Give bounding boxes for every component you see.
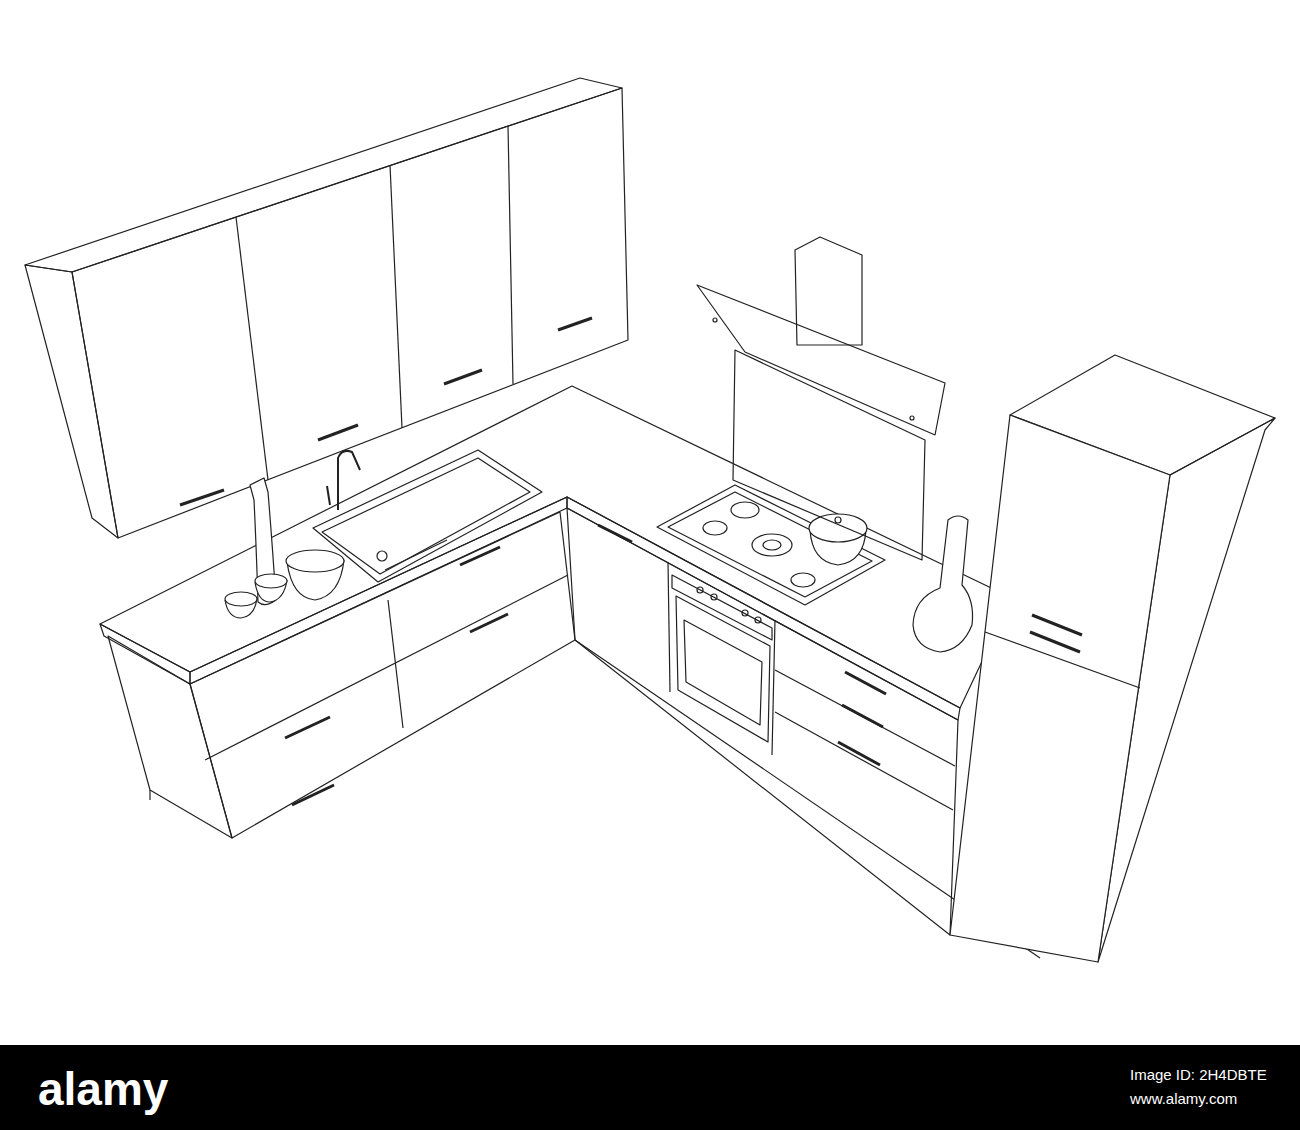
burner bbox=[731, 502, 759, 518]
door-gap bbox=[508, 126, 513, 384]
knob bbox=[711, 594, 717, 600]
handle bbox=[842, 705, 883, 727]
splash-glass bbox=[733, 350, 925, 560]
counter-top bbox=[100, 386, 1012, 708]
drain bbox=[377, 551, 387, 561]
handle bbox=[292, 785, 334, 805]
handle bbox=[460, 547, 500, 565]
burner bbox=[752, 534, 792, 556]
knob bbox=[742, 610, 748, 616]
sink-rim bbox=[313, 450, 542, 582]
hob-plate bbox=[657, 485, 885, 605]
handle bbox=[598, 525, 632, 542]
oven-panel bbox=[672, 575, 772, 640]
hob bbox=[657, 485, 885, 605]
handle bbox=[285, 717, 330, 738]
handle bbox=[318, 425, 358, 440]
handle bbox=[180, 490, 224, 505]
plinth bbox=[149, 790, 150, 800]
cabinet-side bbox=[25, 265, 118, 538]
watermark-logo: alamy bbox=[38, 1062, 168, 1116]
cabinet-side bbox=[108, 636, 232, 838]
faucet-lever bbox=[327, 486, 330, 505]
base-cabinets bbox=[100, 386, 1040, 958]
bowl bbox=[225, 592, 257, 606]
oven-window bbox=[684, 620, 762, 725]
vase bbox=[913, 516, 973, 652]
image-id: Image ID: 2H4DBTE bbox=[1130, 1066, 1267, 1083]
sink-basin bbox=[322, 458, 530, 574]
door-gap bbox=[236, 217, 268, 480]
counter-edge bbox=[190, 497, 567, 684]
chimney bbox=[795, 237, 862, 345]
door-gap bbox=[668, 562, 670, 692]
handle bbox=[470, 614, 508, 632]
pot-lid bbox=[809, 514, 867, 542]
drawer-gap bbox=[388, 600, 403, 728]
cabinet-front bbox=[567, 508, 958, 935]
bolt bbox=[910, 416, 914, 420]
door-gap bbox=[985, 632, 1140, 688]
fridge bbox=[950, 355, 1275, 962]
upper-cabinets bbox=[25, 78, 628, 538]
knob bbox=[755, 617, 761, 623]
bolt bbox=[713, 318, 717, 322]
drawer-gap bbox=[775, 670, 955, 766]
bowl bbox=[286, 550, 344, 572]
cabinet-top bbox=[25, 78, 622, 272]
tableware bbox=[225, 478, 973, 652]
burner bbox=[791, 573, 815, 587]
handle bbox=[838, 742, 880, 765]
door-gap bbox=[390, 165, 402, 428]
watermark-bar bbox=[0, 1045, 1300, 1130]
cabinet-front bbox=[190, 512, 575, 838]
burner bbox=[763, 540, 781, 550]
cabinet-front bbox=[72, 88, 628, 538]
sink bbox=[313, 450, 542, 582]
counter-edge bbox=[567, 497, 960, 720]
bowl bbox=[255, 574, 287, 588]
faucet bbox=[338, 451, 360, 510]
handle bbox=[444, 370, 482, 384]
fridge-front bbox=[950, 415, 1170, 962]
hob-grid bbox=[668, 492, 872, 597]
drainboard bbox=[385, 540, 447, 570]
pot-knob bbox=[835, 517, 841, 523]
watermark-url: www.alamy.com bbox=[1130, 1090, 1237, 1107]
knob bbox=[697, 587, 703, 593]
handle bbox=[1032, 615, 1082, 635]
burner bbox=[703, 521, 727, 535]
hood bbox=[697, 237, 945, 560]
oven bbox=[672, 575, 772, 742]
handle bbox=[558, 318, 592, 330]
oven-door bbox=[676, 596, 770, 742]
handle bbox=[1030, 632, 1080, 652]
handle bbox=[845, 672, 886, 694]
